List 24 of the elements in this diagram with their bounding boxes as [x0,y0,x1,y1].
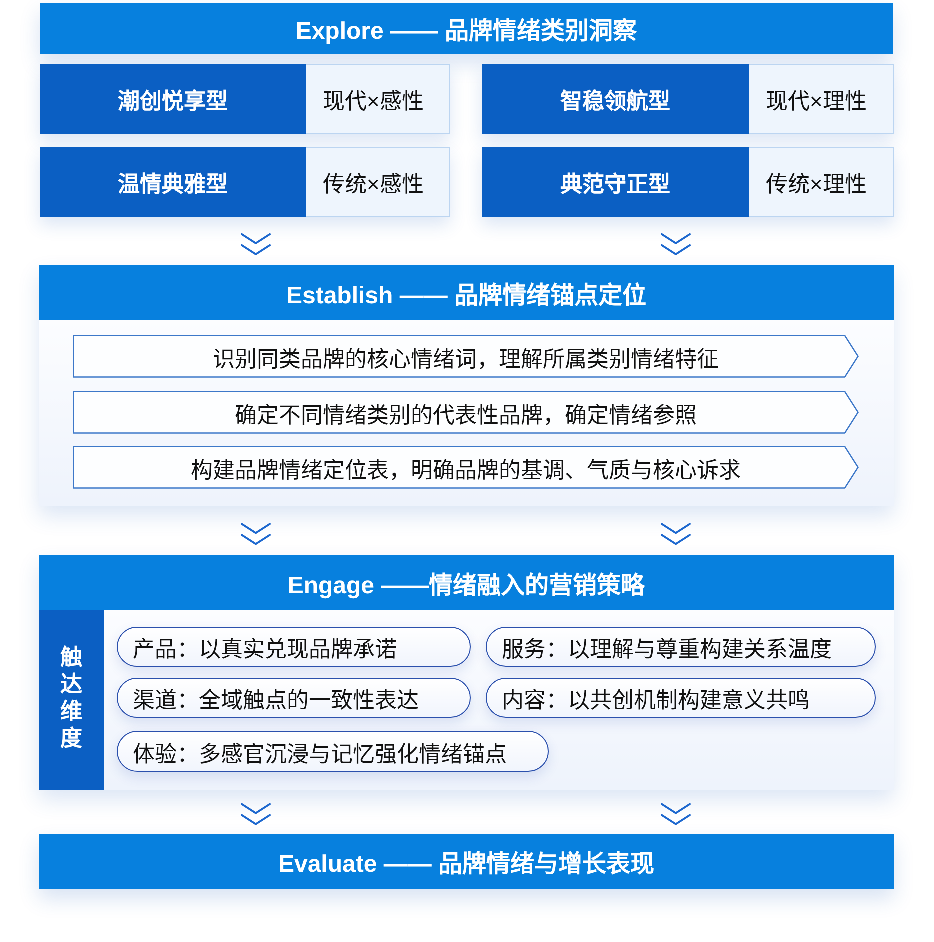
category-card [40,147,450,217]
stage-panel [39,265,894,506]
stage-panel [39,555,894,790]
stage-heading: Establish —— 品牌情绪锚点定位 [286,281,647,310]
category-name-cell: 温情典雅型 [40,147,306,217]
stage-banner: Explore —— 品牌情绪类别洞察 [40,3,893,54]
category-name-cell: 典范守正型 [482,147,749,217]
category-attribute: 传统×感性 [323,171,424,198]
category-name-cell: 潮创悦享型 [40,64,306,134]
strategy-tag: 服务：以理解与尊重构建关系温度 [486,627,876,667]
stage-heading: Engage ——情绪融入的营销策略 [288,571,646,600]
strategy-tag: 体验：多感官沉浸与记忆强化情绪锚点 [117,731,549,772]
strategy-tag: 产品：以真实兑现品牌承诺 [117,627,471,667]
category-card [40,64,450,134]
side-label-band: 触达维度 [39,610,104,790]
strategy-tag: 渠道：全域触点的一致性表达 [117,678,471,718]
category-card [482,147,894,217]
category-card [482,64,894,134]
strategy-tag: 内容：以共创机制构建意义共鸣 [486,678,876,718]
stage-banner: Evaluate —— 品牌情绪与增长表现 [39,834,894,889]
category-name-cell: 智稳领航型 [482,64,749,134]
category-attribute: 现代×理性 [766,88,867,115]
category-attribute: 现代×感性 [323,88,424,115]
category-attribute: 传统×理性 [766,171,867,198]
